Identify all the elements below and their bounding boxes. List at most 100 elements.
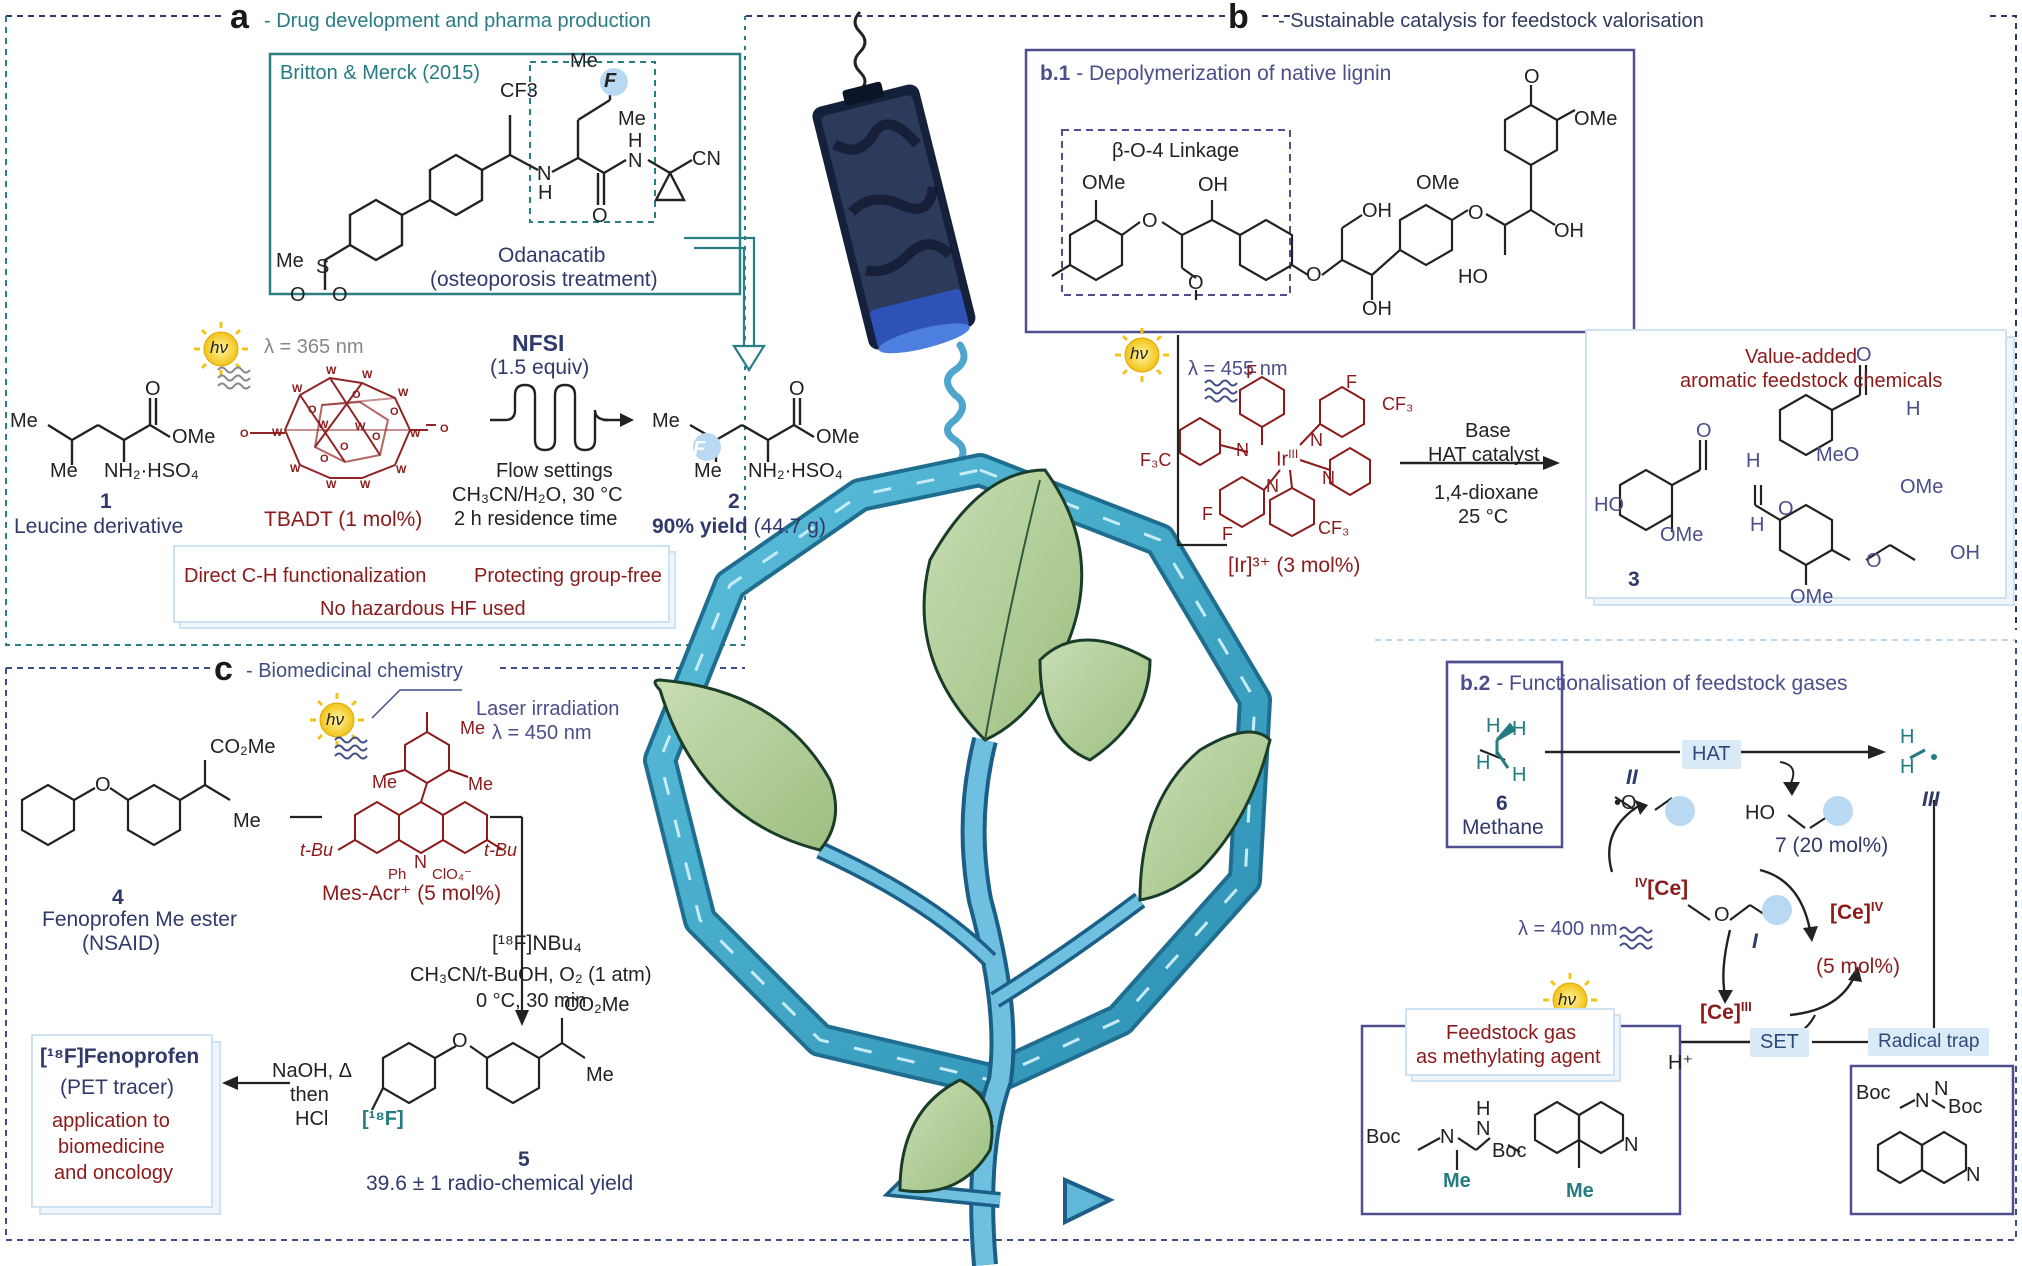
svg-text:O: O — [240, 428, 249, 440]
prod-n2: N — [1476, 1118, 1491, 1140]
prod-o1: O — [1696, 420, 1712, 442]
ce-iv-left-label: [Ce] — [1647, 877, 1689, 900]
frame-c — [5, 640, 2017, 1241]
ir-symbol: Ir — [1276, 448, 1289, 471]
prod-boc2: Boc — [1492, 1140, 1527, 1162]
b1-title-rest: - Depolymerization of native lignin — [1076, 62, 1392, 85]
cmpd5-me: Me — [586, 1064, 614, 1086]
sun-b2-hv: hν — [1558, 990, 1576, 1009]
frame-b-top — [6, 15, 2017, 630]
prod-o4: O — [1866, 550, 1882, 572]
svg-text:W: W — [360, 479, 371, 491]
cond-base: Base — [1465, 420, 1511, 442]
svg-text:W: W — [355, 421, 366, 433]
svg-text:O: O — [320, 453, 329, 465]
ir-n4: N — [1266, 476, 1279, 496]
ce-iv-left-sup: IV — [1635, 875, 1648, 890]
app-line-2: biomedicine — [58, 1136, 165, 1158]
cmpd1-me2: Me — [50, 460, 78, 482]
prod-meo: MeO — [1816, 444, 1860, 466]
cmpd2-ome: OMe — [816, 426, 860, 448]
s-label: S — [316, 256, 330, 278]
prod-ome2: OMe — [1900, 476, 1944, 498]
lignin-oh-2: OH — [1362, 200, 1392, 222]
panel-c-letter: c — [214, 650, 233, 688]
hydrolysis-then: then — [290, 1084, 329, 1106]
svg-text:O: O — [390, 406, 399, 418]
products-title-2: aromatic feedstock chemicals — [1680, 370, 1943, 392]
tbadt-catalyst: TBADT (1 mol%) — [264, 508, 423, 531]
cmpd1-me1: Me — [10, 410, 38, 432]
cf3-label: CF3 — [500, 80, 538, 102]
fluorine-label: F — [604, 70, 617, 92]
ce-iv-right-label: [Ce] — [1830, 901, 1871, 924]
cmpd2-me1: Me — [652, 410, 680, 432]
cmpd5-f18: [¹⁸F] — [362, 1108, 404, 1130]
trap-boc2: Boc — [1948, 1096, 1983, 1118]
cmpd7-ho: HO — [1745, 802, 1775, 824]
svg-text:W: W — [318, 419, 329, 431]
svg-text:W: W — [272, 427, 283, 439]
arrow-icon — [1063, 1176, 1115, 1226]
cond-temp: 25 °C — [1458, 506, 1509, 528]
sun-a-hv: hν — [210, 338, 228, 357]
cmpd1-ome: OMe — [172, 426, 216, 448]
feed-box-line-2: as methylating agent — [1416, 1046, 1601, 1068]
wavelength-455: λ = 455 nm — [1188, 358, 1288, 380]
prod-boc1: Boc — [1366, 1126, 1401, 1148]
plant-stem — [816, 736, 1146, 1266]
panel-b-letter: b — [1228, 0, 1249, 36]
compound5-number: 5 — [518, 1148, 530, 1171]
svg-text:W: W — [410, 428, 421, 440]
n-label-2: N — [628, 150, 643, 172]
condition-solvent: CH₃CN/H₂O, 30 °C — [452, 484, 623, 506]
lignin-ome-1: OMe — [1082, 172, 1126, 194]
cat-ph: Ph — [388, 866, 407, 883]
ir-cf3c: CF₃ — [1318, 518, 1350, 538]
cat-clo4: ClO₄⁻ — [432, 866, 472, 883]
battery-icon — [812, 10, 976, 469]
mes-acr-catalyst: Mes-Acr⁺ (5 mol%) — [322, 882, 502, 905]
cat-tbu1: t-Bu — [300, 840, 334, 860]
cat-tbu2: t-Bu — [484, 840, 518, 860]
svg-text:W: W — [326, 479, 337, 491]
int1-o: O — [1714, 904, 1730, 926]
cmpd1-o: O — [145, 378, 161, 400]
radical-trap-badge: Radical trap — [1868, 1028, 1990, 1056]
cmpd1-salt: NH₂·HSO₄ — [104, 460, 199, 482]
lignin-o-2: O — [1188, 272, 1204, 294]
cmpd5-o: O — [452, 1030, 468, 1052]
drug-use: (osteoporosis treatment) — [430, 268, 658, 291]
int2-oxygen: •O — [1614, 792, 1637, 814]
compound1-name: Leucine derivative — [14, 515, 184, 538]
cmpd2-me2: Me — [694, 460, 722, 482]
h-plus: H⁺ — [1668, 1052, 1693, 1074]
ce-iii: [Ce]III — [1700, 999, 1752, 1025]
ce-iii-label: [Ce] — [1700, 1001, 1741, 1024]
ir-f2: F — [1346, 372, 1357, 392]
svg-text:O: O — [440, 423, 449, 435]
panel-a-letter: a — [230, 0, 249, 36]
benefit-ch: Direct C-H functionalization — [184, 565, 427, 587]
svg-text:W: W — [290, 463, 301, 475]
methane-h3: H — [1476, 752, 1491, 774]
cmpd2-salt: NH₂·HSO₄ — [748, 460, 843, 482]
methane-h4: H — [1512, 764, 1527, 786]
trap-n1: N — [1915, 1090, 1930, 1112]
b1-title-bold: b.1 — [1040, 62, 1071, 85]
compound2-number: 2 — [728, 490, 740, 513]
cat-n: N — [414, 852, 427, 872]
o-label: O — [592, 205, 608, 227]
panel-b-title: - Sustainable catalysis for feedstock va… — [1278, 10, 1704, 32]
ir-n1: N — [1236, 440, 1249, 460]
hydrolysis-hcl: HCl — [295, 1108, 329, 1130]
cmpd2-f: F — [693, 438, 706, 460]
ir-cf3a: CF₃ — [1382, 394, 1414, 414]
ir-f3: F — [1202, 504, 1213, 524]
sun-b-hv: hν — [1130, 344, 1148, 363]
o-label-1: O — [290, 284, 306, 306]
frame-a — [5, 16, 745, 646]
prod-n1: N — [1440, 1126, 1455, 1148]
wavelength-365: λ = 365 nm — [264, 336, 364, 358]
benefit-pg: Protecting group-free — [474, 565, 662, 587]
